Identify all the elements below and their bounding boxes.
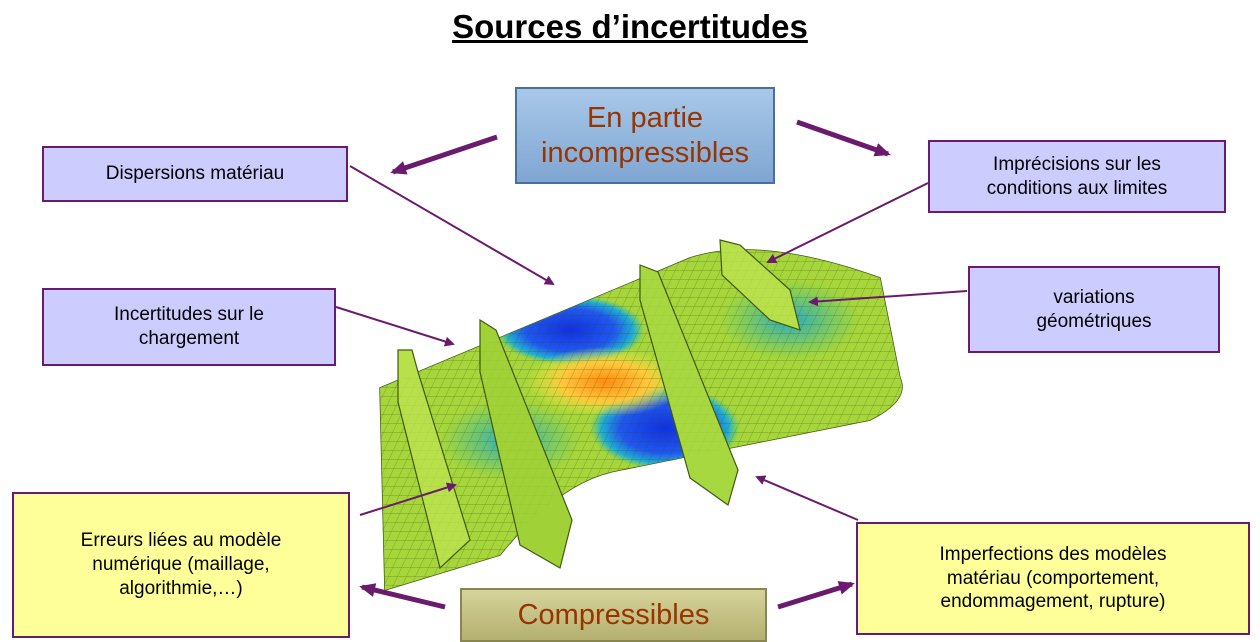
arrow-to-dispersions	[390, 134, 498, 175]
arrow-to-imprecisions	[796, 119, 891, 157]
dispersions-label: Dispersions matériau	[105, 163, 285, 185]
imperfections-box: Imperfections des modèles matériau (comp…	[856, 522, 1250, 635]
imperfections-line-1: Imperfections des modèles	[939, 543, 1167, 565]
arrow-dispersions-to-mesh	[349, 165, 555, 286]
erreurs-line-3: algorithmie,…)	[119, 577, 243, 599]
arrow-imprecisions-to-mesh	[766, 182, 929, 263]
variations-line-1: variations	[1053, 286, 1135, 308]
arrow-to-imperfections	[777, 581, 855, 610]
imprecisions-box: Imprécisions sur les conditions aux limi…	[928, 140, 1226, 213]
variations-box: variations géométriques	[968, 266, 1220, 353]
imperfections-line-2: matériau (comportement,	[946, 567, 1160, 589]
arrow-chargement-to-mesh	[335, 306, 455, 347]
imprecisions-line-2: conditions aux limites	[986, 177, 1168, 199]
incompressible-line-2: incompressibles	[541, 136, 749, 169]
page-title: Sources d’incertitudes	[452, 8, 808, 45]
incompressible-box: En partie incompressibles	[515, 87, 775, 184]
arrow-variations-to-mesh	[808, 290, 968, 307]
imperfections-line-3: endommagement, rupture)	[940, 591, 1166, 613]
erreurs-line-2: numérique (maillage,	[92, 554, 270, 576]
erreurs-line-1: Erreurs liées au modèle	[80, 530, 282, 552]
chargement-box: Incertitudes sur le chargement	[42, 288, 336, 366]
variations-line-2: géométriques	[1036, 310, 1152, 332]
chargement-line-2: chargement	[138, 328, 240, 349]
incompressible-line-1: En partie	[586, 101, 704, 134]
compressible-box: Compressibles	[460, 588, 767, 642]
arrow-imperfections-to-mesh	[755, 475, 859, 521]
arrow-to-erreurs	[359, 583, 446, 610]
arrow-erreurs-to-mesh	[359, 482, 457, 516]
chargement-line-1: Incertitudes sur le	[114, 304, 264, 326]
dispersions-box: Dispersions matériau	[42, 146, 348, 202]
compressible-label: Compressibles	[517, 598, 710, 631]
erreurs-box: Erreurs liées au modèle numérique (maill…	[12, 492, 350, 638]
imprecisions-line-1: Imprécisions sur les	[993, 153, 1161, 175]
